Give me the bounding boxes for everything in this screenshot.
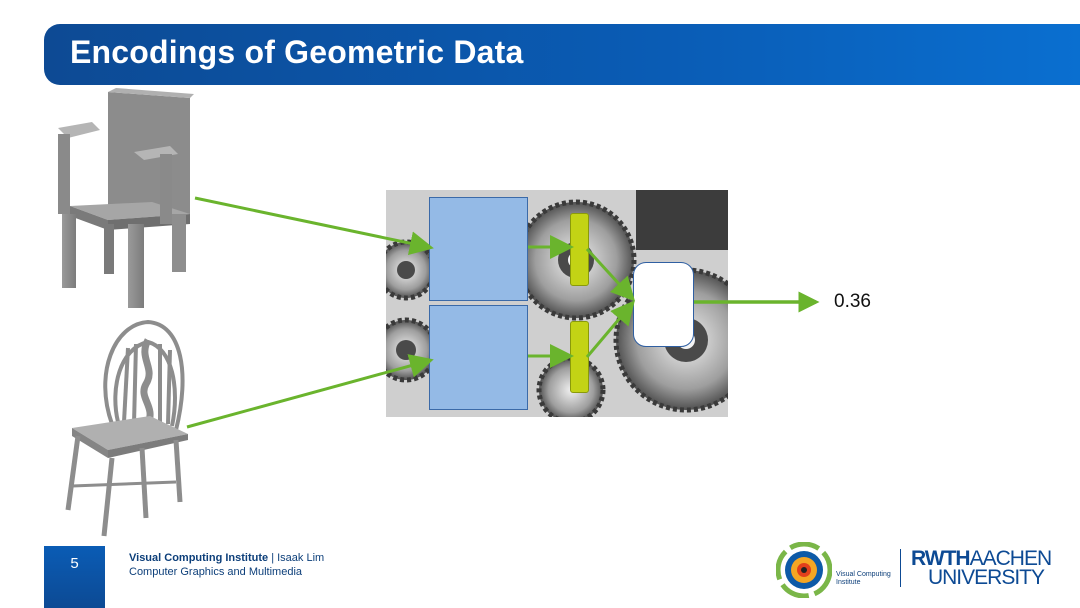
- vci-eye-logo-icon: [776, 542, 832, 598]
- rwth-logo-university: UNIVERSITY: [927, 566, 1045, 589]
- logo-separator: [900, 549, 901, 587]
- output-score: 0.36: [834, 291, 871, 312]
- rwth-logo-light: AACHEN: [969, 547, 1053, 570]
- windsor-chair-image: [65, 319, 188, 537]
- encoder-block-bottom: [429, 305, 528, 410]
- vci-logo-text: Visual Computing Institute: [836, 571, 891, 586]
- footer-author: Isaak Lim: [277, 552, 325, 564]
- slide-title: Encodings of Geometric Data: [70, 34, 524, 70]
- arrow-chair2-to-encoder: [186, 354, 434, 429]
- rwth-logo-bold: RWTH: [911, 547, 971, 570]
- page-number-box: 5: [44, 546, 105, 608]
- blocky-chair-image: [58, 88, 194, 308]
- arrow-feature-top-to-head: [585, 247, 636, 302]
- footer-institute-line: Visual Computing Institute | Isaak Lim: [129, 552, 324, 564]
- page-number: 5: [70, 555, 79, 572]
- encoder-block-top: [429, 197, 528, 301]
- footer-group: Computer Graphics and Multimedia: [129, 566, 303, 578]
- title-bar: Encodings of Geometric Data: [44, 24, 1080, 85]
- arrow-feature-bottom-to-head: [585, 300, 635, 358]
- rwth-logo: RWTHAACHEN UNIVERSITY: [911, 547, 1053, 589]
- footer-separator: |: [268, 552, 278, 564]
- arrow-chair1-to-encoder: [194, 196, 434, 256]
- comparison-head-block: [633, 262, 694, 347]
- footer-institute: Visual Computing Institute: [129, 552, 269, 564]
